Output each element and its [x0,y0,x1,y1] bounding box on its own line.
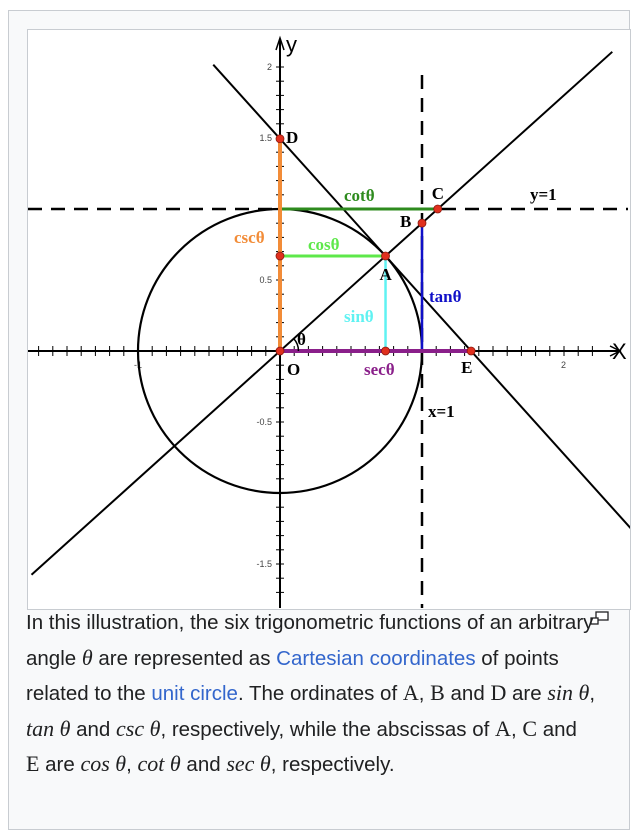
math-sin: sin θ [547,680,590,705]
label-e: E [461,358,472,377]
math-tan: tan θ [26,715,71,741]
radial-line [30,51,613,576]
label-sec: secθ [364,360,395,379]
point-marker [417,218,427,228]
y-tick-label: 2 [267,62,272,72]
label-csc: cscθ [234,228,265,247]
label-c: C [432,184,444,203]
x-tick-label: 2 [561,360,566,370]
caption-text: , [126,753,138,776]
caption-text: and [537,717,577,741]
point-marker [275,346,285,356]
math-d: D [490,680,507,705]
point-marker [381,251,390,261]
point-marker [466,346,476,356]
caption-text: are [506,682,548,705]
math-a: A [402,680,419,705]
y-axis-arrow [275,35,285,51]
label-o: O [287,360,300,379]
label-a: A [380,265,393,284]
math-csc: csc θ [116,715,161,741]
caption-text: In this illustration, the six trigonomet… [26,611,594,670]
x-axis-label: X [612,339,627,364]
label-tan: tanθ [429,287,462,306]
caption-text: are [39,753,81,776]
caption-text: , [589,682,596,705]
point-marker [433,204,443,214]
math-sec: sec θ [226,751,271,776]
y-tick-label: -0.5 [256,417,272,427]
label-theta: θ [297,330,306,349]
math-b: B [430,680,445,705]
label-b: B [400,212,411,231]
math-c: C [522,715,538,741]
x-axis-arrow [609,345,622,357]
math-theta: θ [81,644,93,670]
math-cos: cos θ [80,751,127,776]
caption-text: and [70,717,117,741]
caption-text: and [180,753,227,776]
caption-text: , respectively, while the abscissas of [160,717,496,741]
figure-caption: In this illustration, the six trigonomet… [26,606,596,783]
enlarge-icon[interactable] [590,611,610,627]
angle-arc [293,338,300,352]
caption-text: , respectively. [270,753,395,776]
point-marker [275,251,285,261]
label-x-equals-1: x=1 [428,402,455,421]
label-d: D [286,128,298,147]
caption-text: , [510,717,523,741]
caption-text: are represented as [92,646,277,670]
label-cot: cotθ [344,186,375,205]
caption-text: . The ordinates of [237,682,403,705]
math-e: E [26,751,40,776]
y-axis-label: y [286,32,297,57]
y-tick-label: -1.5 [256,559,272,569]
link-cartesian-coordinates[interactable]: Cartesian coordinates [276,646,476,670]
label-cos: cosθ [308,235,340,254]
point-marker [381,346,390,356]
point-marker [275,134,285,144]
link-unit-circle[interactable]: unit circle [151,682,238,705]
math-a: A [495,715,511,741]
y-tick-label: 1.5 [259,133,272,143]
label-y-equals-1: y=1 [530,185,557,204]
caption-text: and [444,682,491,705]
math-cot: cot θ [137,751,181,776]
y-tick-label: 0.5 [259,275,272,285]
label-sin: sinθ [344,307,374,326]
caption-text: , [418,682,431,705]
caption-text: of points related to the [26,646,559,706]
